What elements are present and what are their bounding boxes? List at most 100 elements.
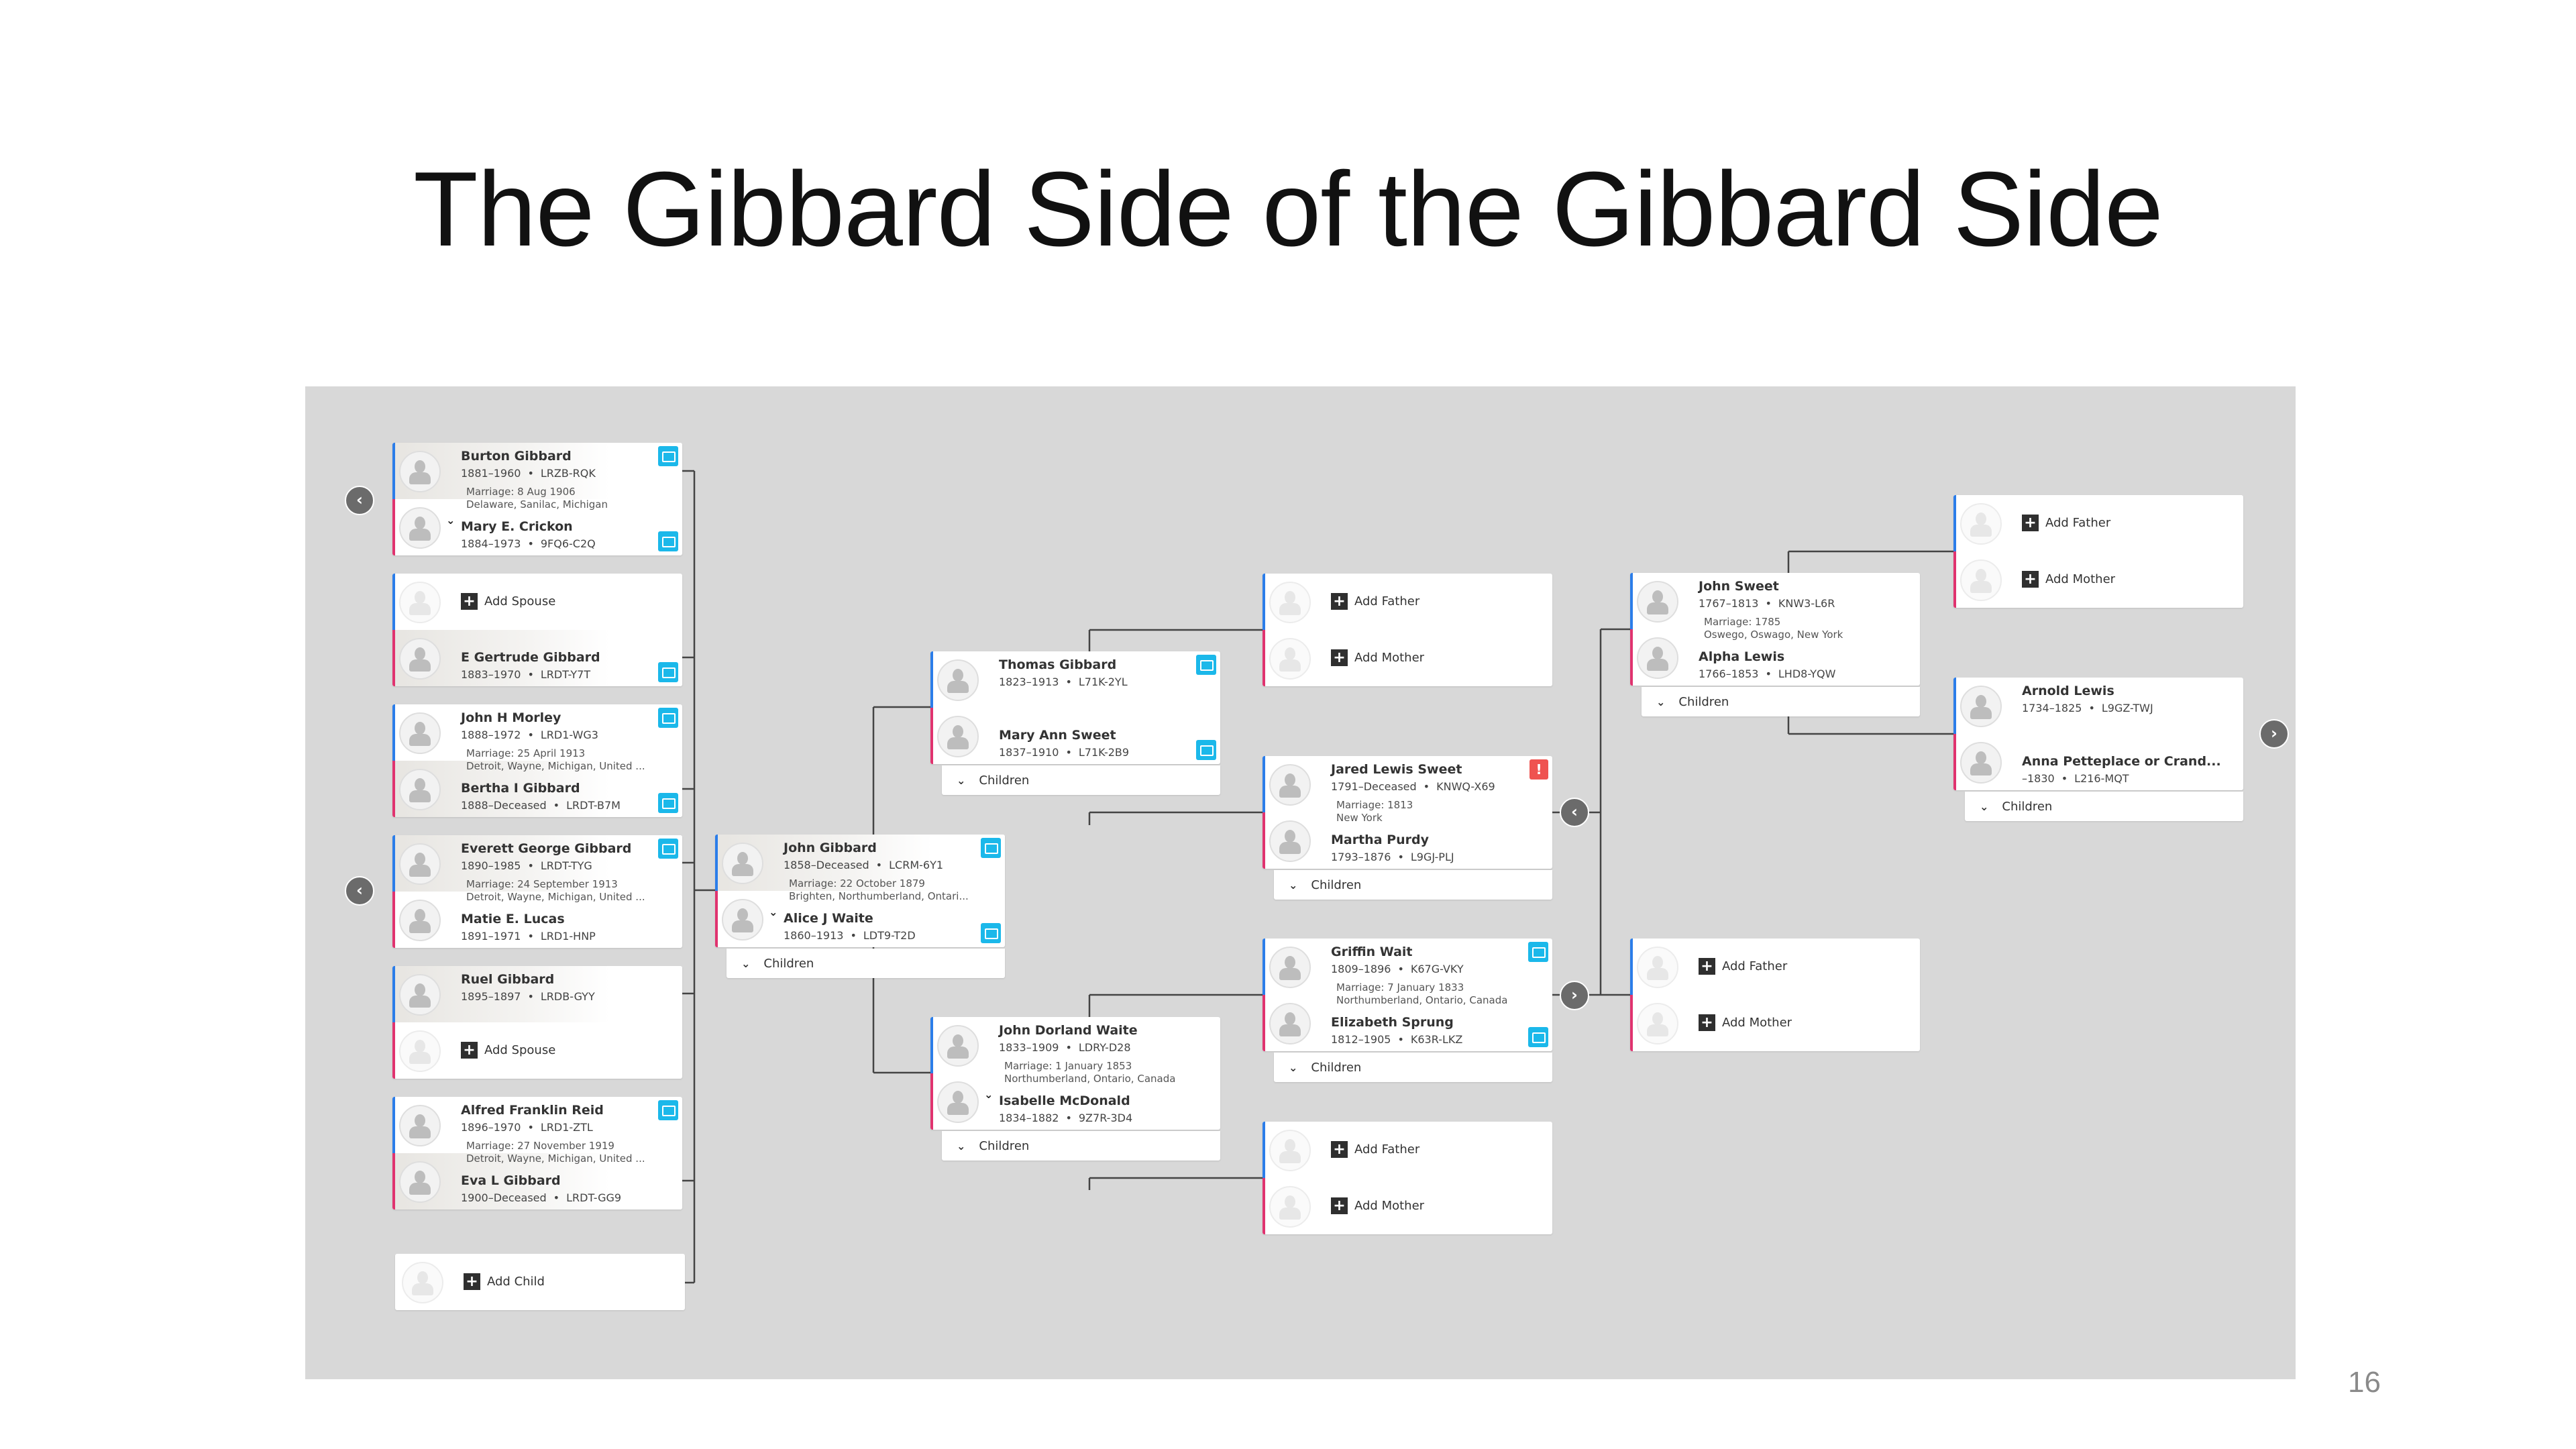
add-top-slot[interactable]: +Add Father [1630,938,1920,995]
person-id[interactable]: LRDT-GG9 [566,1191,622,1204]
person-name[interactable]: Alice J Waite [784,911,873,926]
nav-jared-button[interactable]: ‹ [1560,798,1589,827]
children-toggle[interactable]: ⌄Children [1274,1053,1552,1082]
person-name[interactable]: Jared Lewis Sweet [1331,762,1462,777]
person-name[interactable]: Alfred Franklin Reid [461,1103,604,1118]
person-id[interactable]: LRDT-TYG [540,859,592,872]
person-id[interactable]: LHD8-YQW [1778,667,1836,680]
add-child-button[interactable]: +Add Child [464,1273,545,1290]
record-hint-icon[interactable] [1196,740,1216,760]
chevron-down-icon[interactable]: ⌄ [446,514,455,527]
add-bottom-slot[interactable]: +Add Mother [1630,995,1920,1051]
person-name[interactable]: Burton Gibbard [461,449,572,464]
person-id[interactable]: LRDT-Y7T [540,668,591,681]
person-id[interactable]: K67G-VKY [1410,963,1464,975]
person-name[interactable]: Everett George Gibbard [461,841,632,856]
person-name[interactable]: Mary Ann Sweet [999,728,1116,743]
record-hint-icon[interactable] [658,839,678,859]
person-name[interactable]: Elizabeth Sprung [1331,1015,1454,1030]
person-id[interactable]: L9GZ-TWJ [2101,702,2153,714]
alert-warning-icon[interactable]: ! [1529,759,1548,780]
add-top-slot[interactable]: +Add Spouse [392,574,682,630]
person-id[interactable]: K63R-LKZ [1410,1033,1463,1046]
add-top-slot[interactable]: +Add Father [1263,574,1552,630]
person-id[interactable]: LRD1-ZTL [540,1121,593,1134]
add-person-button[interactable]: +Add Spouse [461,1042,555,1059]
person-name[interactable]: Thomas Gibbard [999,657,1117,672]
person-id[interactable]: L71K-2YL [1078,676,1128,688]
person-name[interactable]: Martha Purdy [1331,833,1429,847]
children-toggle[interactable]: ⌄Children [1642,687,1920,716]
record-hint-icon[interactable] [1528,942,1548,962]
add-person-button[interactable]: +Add Mother [1331,649,1424,666]
person-id[interactable]: LRDT-B7M [566,799,621,812]
person-id[interactable]: L9GJ-PLJ [1410,851,1454,863]
person-name[interactable]: Mary E. Crickon [461,519,573,534]
record-hint-icon[interactable] [658,446,678,466]
person-name[interactable]: Bertha I Gibbard [461,781,580,796]
person-name[interactable]: Griffin Wait [1331,945,1413,959]
nav-everett-button[interactable]: ‹ [345,876,374,906]
add-top-slot[interactable]: +Add Father [1263,1122,1552,1178]
person-name[interactable]: John H Morley [461,710,561,725]
person-name[interactable]: Eva L Gibbard [461,1173,561,1188]
add-person-button[interactable]: +Add Mother [1331,1197,1424,1214]
record-hint-icon[interactable] [981,838,1001,858]
children-toggle[interactable]: ⌄Children [1965,792,2243,821]
record-hint-icon[interactable] [1528,1027,1548,1047]
person-name[interactable]: E Gertrude Gibbard [461,650,600,665]
record-hint-icon[interactable] [658,531,678,551]
add-bottom-slot[interactable]: +Add Mother [1263,630,1552,686]
chevron-down-icon[interactable]: ⌄ [769,906,778,918]
person-bottom-slot[interactable]: Anna Petteplace or Crand...–1830•L216-MQ… [1953,734,2243,790]
person-name[interactable]: Arnold Lewis [2022,684,2114,698]
add-person-button[interactable]: +Add Father [1331,1141,1419,1158]
person-id[interactable]: L71K-2B9 [1078,746,1130,759]
person-name[interactable]: John Gibbard [784,841,877,855]
nav-burton-button[interactable]: ‹ [345,486,374,515]
record-hint-icon[interactable] [981,923,1001,943]
person-id[interactable]: LCRM-6Y1 [889,859,944,871]
children-toggle[interactable]: ⌄Children [1274,870,1552,900]
person-name[interactable]: Matie E. Lucas [461,912,565,926]
add-person-button[interactable]: +Add Father [1699,958,1787,975]
person-name[interactable]: Ruel Gibbard [461,972,555,987]
add-child-slot[interactable]: +Add Child [395,1254,685,1310]
person-name[interactable]: Anna Petteplace or Crand... [2022,754,2221,769]
person-id[interactable]: LRD1-HNP [540,930,596,943]
person-id[interactable]: KNW3-L6R [1778,597,1835,610]
record-hint-icon[interactable] [658,708,678,728]
person-name[interactable]: John Dorland Waite [999,1023,1138,1038]
person-id[interactable]: 9FQ6-C2Q [540,537,596,550]
person-name[interactable]: Alpha Lewis [1699,649,1785,664]
person-id[interactable]: LRDB-GYY [540,990,595,1003]
children-toggle[interactable]: ⌄Children [942,765,1220,795]
add-person-button[interactable]: +Add Mother [1699,1014,1792,1031]
person-id[interactable]: LRD1-WG3 [540,729,598,741]
person-id[interactable]: KNWQ-X69 [1436,780,1495,793]
person-id[interactable]: LDRY-D28 [1078,1041,1131,1054]
add-person-button[interactable]: +Add Father [2022,515,2110,531]
person-id[interactable]: 9Z7R-3D4 [1078,1112,1133,1124]
person-name[interactable]: Isabelle McDonald [999,1093,1130,1108]
person-name[interactable]: John Sweet [1699,579,1779,594]
nav-arnold-button[interactable]: › [2259,719,2289,749]
chevron-down-icon[interactable]: ⌄ [984,1088,994,1101]
children-toggle[interactable]: ⌄Children [727,949,1005,978]
